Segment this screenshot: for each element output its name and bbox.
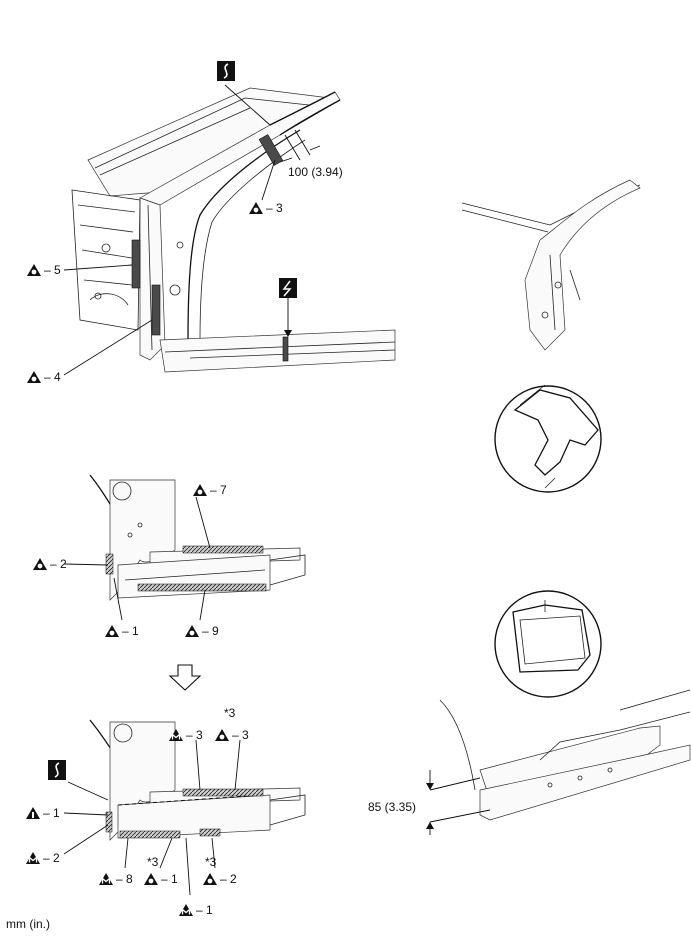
triangle-o-icon (144, 873, 158, 885)
triangle-m-icon (178, 903, 194, 917)
label-i1: – 1 (43, 806, 60, 820)
label-o3: – 3 (266, 201, 283, 215)
label-o1: – 1 (122, 624, 139, 638)
star-note: *3 (224, 706, 236, 720)
label-m2: – 2 (43, 851, 60, 865)
label-o9: – 9 (202, 624, 219, 638)
middle-rocker-view (63, 474, 306, 621)
cut-section-icon (217, 61, 235, 81)
step-arrow-icon (168, 664, 202, 691)
triangle-o-icon (249, 202, 263, 214)
dim-top-cut: 100 (3.94) (288, 165, 343, 179)
label-o1-bottom: – 1 (161, 872, 178, 886)
triangle-m-icon (98, 872, 114, 886)
cut-section-icon (48, 760, 66, 780)
lightning-cut-icon (279, 278, 297, 337)
label-m8: – 8 (116, 872, 133, 886)
triangle-o-icon (27, 264, 41, 276)
triangle-o-icon (193, 484, 207, 496)
label-o2: – 2 (50, 557, 67, 571)
label-m3: – 3 (186, 728, 203, 742)
dim-sill-cut: 85 (3.35) (368, 800, 416, 814)
label-o5: – 5 (44, 263, 61, 277)
label-o7: – 7 (210, 483, 227, 497)
label-m1: – 1 (196, 903, 213, 917)
cross-section-detail-2 (494, 590, 602, 698)
star-note: *3 (205, 855, 217, 869)
pillar-detail-view (461, 179, 641, 351)
triangle-o-icon (27, 371, 41, 383)
label-o2-bottom: – 2 (220, 872, 237, 886)
triangle-i-icon (26, 807, 40, 819)
rocker-detail-view (426, 689, 691, 835)
triangle-o-icon (215, 729, 229, 741)
cross-section-detail-1 (494, 384, 602, 493)
top-body-view (71, 84, 396, 373)
triangle-o-icon (33, 558, 47, 570)
label-o4: – 4 (44, 370, 61, 384)
label-o3-bottom: – 3 (232, 728, 249, 742)
star-note: *3 (147, 855, 159, 869)
triangle-o-icon (185, 625, 199, 637)
bottom-rocker-view (63, 719, 306, 896)
units-note: mm (in.) (6, 917, 50, 931)
triangle-o-icon (203, 873, 217, 885)
triangle-o-icon (105, 625, 119, 637)
triangle-m-icon (25, 851, 41, 865)
